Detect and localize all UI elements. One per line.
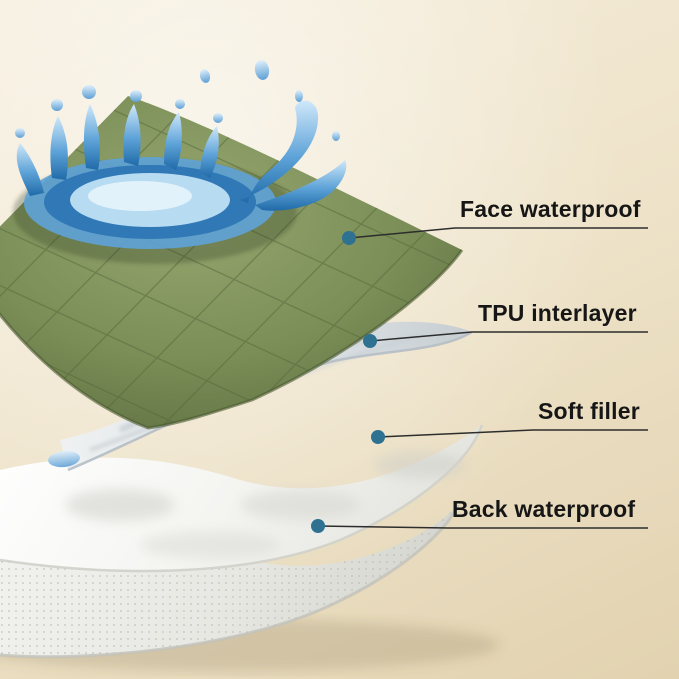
label-soft-filler: Soft filler [538,398,640,424]
label-back-waterproof: Back waterproof [452,496,636,522]
leader-tpu [363,331,648,348]
pointer-dot-back [311,519,325,533]
face-waterproof-layer [0,96,464,430]
pointer-dot-filler [371,430,385,444]
pointer-dot-tpu [363,334,377,348]
leader-filler [371,429,648,444]
soft-filler-layer [0,424,484,573]
pointer-dot-face [342,231,356,245]
leader-face [342,227,648,245]
splash-droplets [15,60,340,141]
leader-lines [311,227,648,533]
label-tpu-interlayer: TPU interlayer [478,300,637,326]
leader-back [311,519,648,533]
label-face-waterproof: Face waterproof [460,196,641,222]
water-splash [13,60,347,264]
